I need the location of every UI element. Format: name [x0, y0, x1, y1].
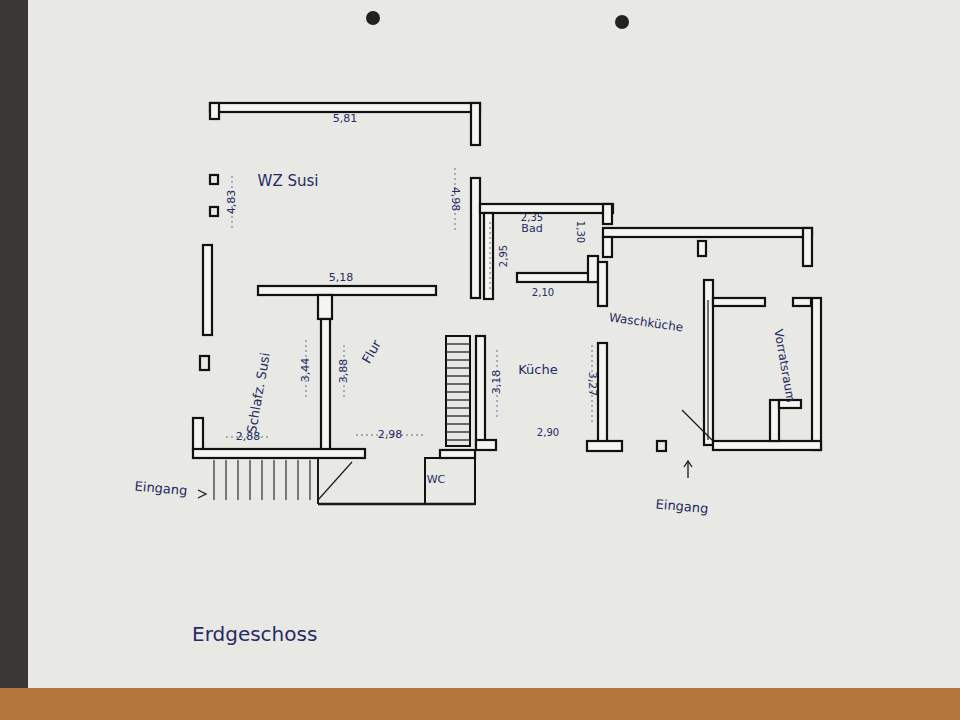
- wall-post: [210, 175, 218, 184]
- entry-hatch: [213, 460, 214, 500]
- stair-step: [446, 423, 470, 424]
- dimension-label: 2,95: [498, 245, 509, 267]
- wall: [476, 440, 496, 450]
- wall: [193, 449, 365, 458]
- punch-hole: [366, 11, 380, 25]
- outer-wall-line: [317, 458, 319, 504]
- wall-post: [200, 356, 209, 370]
- dimension-label: 2,98: [378, 429, 403, 441]
- entry-hatch: [249, 460, 250, 500]
- door-swing: [318, 462, 352, 500]
- wall: [517, 273, 599, 282]
- dimension-label: 2,35: [521, 212, 543, 223]
- dimension-label: 1,30: [575, 221, 586, 243]
- entry-arrow: [684, 461, 692, 467]
- dimension-label: 5,18: [329, 272, 354, 284]
- dimension-line: [490, 222, 491, 290]
- wall: [258, 286, 436, 295]
- wood-table: [0, 688, 960, 720]
- room-label: Küche: [518, 363, 558, 377]
- stair-step: [446, 431, 470, 432]
- wall: [471, 178, 480, 298]
- wall: [704, 280, 713, 445]
- wall: [193, 418, 203, 450]
- wall: [793, 298, 811, 306]
- wall: [210, 103, 480, 112]
- wall: [587, 441, 622, 451]
- wall: [440, 450, 475, 458]
- room-label: WZ Susi: [258, 173, 319, 190]
- wall: [770, 400, 779, 441]
- entry-hatch: [285, 460, 286, 500]
- wall: [480, 204, 613, 213]
- room-label: WC: [427, 474, 446, 486]
- wall: [698, 241, 706, 256]
- wall-line: [707, 300, 708, 440]
- entry-hatch: [261, 460, 262, 500]
- entry-hatch: [225, 460, 226, 500]
- stair-step: [446, 375, 470, 376]
- stair-step: [446, 383, 470, 384]
- wall: [203, 245, 212, 335]
- room-label: Bad: [521, 223, 542, 235]
- dimension-label: 3,18: [491, 370, 503, 395]
- stair-step: [446, 391, 470, 392]
- entry-hatch: [297, 460, 298, 500]
- wall-post: [210, 207, 218, 216]
- dimension-label: 2,88: [236, 431, 261, 443]
- wall: [588, 256, 598, 282]
- paper-sheet: [28, 0, 960, 690]
- entry-hatch: [273, 460, 274, 500]
- wall-post: [657, 441, 666, 451]
- wall: [471, 103, 480, 145]
- stair-step: [446, 439, 470, 440]
- wall: [603, 237, 612, 257]
- stair-step: [446, 343, 470, 344]
- stair-step: [446, 359, 470, 360]
- wall: [598, 262, 607, 306]
- wall: [803, 228, 812, 266]
- dimension-label: 2,90: [537, 427, 559, 438]
- wall: [713, 298, 765, 306]
- wall: [713, 441, 821, 450]
- wall: [484, 213, 493, 299]
- stair-step: [446, 399, 470, 400]
- dimension-label: 2,10: [532, 287, 554, 298]
- entry-arrow: [198, 490, 206, 498]
- dimension-label: 5,81: [333, 113, 358, 125]
- stair-step: [446, 407, 470, 408]
- entry-hatch: [237, 460, 238, 500]
- stair-step: [446, 415, 470, 416]
- floor-caption: Erdgeschoss: [192, 622, 317, 646]
- wall: [476, 336, 485, 446]
- dimension-label: 3,88: [338, 359, 350, 384]
- wc-room: [425, 458, 475, 504]
- stair-step: [446, 351, 470, 352]
- dimension-label: 3,27: [586, 372, 598, 397]
- entry-hatch: [309, 460, 310, 500]
- wall: [598, 343, 607, 443]
- wall: [318, 295, 332, 319]
- entry-arrow: [687, 462, 688, 478]
- wall: [812, 298, 821, 450]
- wall: [321, 319, 330, 450]
- wall: [603, 204, 612, 224]
- wall: [603, 228, 812, 237]
- wall: [210, 103, 219, 119]
- dimension-label: 4,98: [449, 187, 461, 212]
- punch-hole: [615, 15, 629, 29]
- outer-wall-line: [318, 503, 475, 506]
- dimension-label: 3,44: [300, 358, 312, 383]
- staircase: [446, 336, 470, 446]
- dimension-label: 4,83: [226, 190, 238, 215]
- stair-step: [446, 367, 470, 368]
